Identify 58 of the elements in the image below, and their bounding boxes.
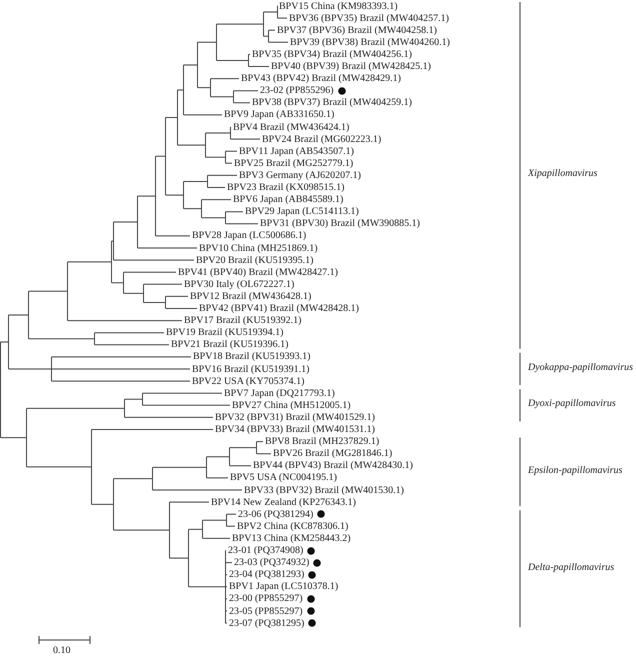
taxon-label: 23-07 (PQ381295) <box>229 616 304 630</box>
clade-label: Epsilon-papillomavirus <box>528 464 622 476</box>
taxon-label: 23-00 (PP855297) <box>229 592 303 606</box>
taxon-label: BPV20 Brazil (KU519395.1) <box>196 254 314 267</box>
taxon-label: BPV21 Brazil (KU519396.1) <box>171 338 288 352</box>
taxon-label: 23-01 (PQ374908) <box>228 544 304 557</box>
taxon-label: BPV1 Japan (LC510378.1) <box>229 580 338 594</box>
taxon-label: BPV36 (BPV35) Brazil (MW404257.1) <box>289 12 449 25</box>
taxon-label: 23-06 (PQ381294) <box>238 508 314 521</box>
taxon-label: BPV30 Italy (OL672227.1) <box>184 278 294 291</box>
taxon-label: BPV8 Brazil (MH237829.1) <box>265 435 380 448</box>
taxon-label: BPV41 (BPV40) Brazil (MW428427.1) <box>178 266 338 279</box>
taxon-label: BPV14 New Zealand (KP276343.1) <box>211 496 356 509</box>
taxon-label: BPV42 (BPV41) Brazil (MW428428.1) <box>199 302 359 315</box>
clade-label: Dyoxi-papillomavirus <box>528 398 616 410</box>
taxon-label: BPV33 (BPV32) Brazil (MW401530.1) <box>244 484 404 496</box>
taxon-label: BPV15 China (KM983393.1) <box>279 0 398 12</box>
taxon-label: BPV19 Brazil (KU519394.1) <box>166 326 284 340</box>
taxon-label: BPV40 (BPV39) Brazil (MW428425.1) <box>271 60 431 73</box>
taxon-label: BPV32 (BPV31) Brazil (MW401529.1) <box>215 410 375 424</box>
clade-label: Delta-papillomavirus <box>528 562 614 573</box>
taxon-label: BPV7 Japan (DQ217793.1) <box>224 386 335 400</box>
taxon-label: 23-03 (PQ374932) <box>234 556 310 570</box>
taxon-label: BPV2 China (KC878306.1) <box>237 520 348 533</box>
clade-label: Dyokappa-papillomavirus <box>528 362 633 373</box>
taxon-label: BPV10 China (MH251869.1) <box>199 242 318 254</box>
taxon-label: BPV22 USA (KY705374.1) <box>192 374 305 388</box>
taxon-label: BPV23 Brazil (KX098515.1) <box>227 181 344 194</box>
taxon-label: BPV25 Brazil (MG252779.1) <box>234 156 354 170</box>
taxon-label: BPV28 Japan (LC500686.1) <box>192 229 306 242</box>
taxon-label: BPV11 Japan (AB543507.1) <box>239 144 354 158</box>
taxon-label: BPV9 Japan (AB331650.1) <box>224 108 334 122</box>
taxon-label: BPV31 (BPV30) Brazil (MW390885.1) <box>260 217 420 230</box>
taxon-label: BPV37 (BPV36) Brazil (MW404258.1) <box>277 24 437 37</box>
taxon-label: BPV24 Brazil (MG602223.1) <box>262 132 382 146</box>
taxon-label: BPV26 Brazil (MG281846.1) <box>273 447 392 460</box>
taxon-label: BPV6 Japan (AB845589.1) <box>233 193 344 206</box>
taxon-label: BPV43 (BPV42) Brazil (MW428429.1) <box>241 72 401 86</box>
taxon-label: BPV4 Brazil (MW436424.1) <box>233 120 350 134</box>
taxon-label: BPV3 Germany (AJ620207.1) <box>239 168 361 182</box>
taxon-label: 23-02 (PP855296) <box>260 84 334 98</box>
taxon-label: BPV39 (BPV38) Brazil (MW404260.1) <box>290 36 450 49</box>
taxon-label: BPV38 (BPV37) Brazil (MW404259.1) <box>252 96 412 110</box>
taxon-label: BPV27 China (MH512005.1) <box>232 398 351 412</box>
taxon-label: BPV5 USA (NC004195.1) <box>230 471 337 484</box>
taxon-label: BPV17 Brazil (KU519392.1) <box>184 314 302 328</box>
taxon-label: BPV34 (BPV33) Brazil (MW401531.1) <box>215 423 375 436</box>
taxon-label: BPV13 China (KM258443.2) <box>232 532 351 545</box>
taxon-label: BPV16 Brazil (KU519391.1) <box>192 362 310 376</box>
scale-label: 0.10 <box>53 645 70 656</box>
taxon-label: 23-04 (PQ381293) <box>229 568 304 582</box>
taxon-label: BPV18 Brazil (KU519393.1) <box>193 350 310 364</box>
taxon-label: 23-05 (PP855297) <box>229 604 303 618</box>
taxon-label: BPV29 Japan (LC514113.1) <box>245 205 359 218</box>
clade-label: Xipapillomavirus <box>528 168 598 180</box>
taxon-label: BPV12 Brazil (MW436428.1) <box>190 290 312 303</box>
taxon-label: BPV44 (BPV43) Brazil (MW428430.1) <box>253 459 413 472</box>
taxon-label: BPV35 (BPV34) Brazil (MW404256.1) <box>252 48 412 61</box>
